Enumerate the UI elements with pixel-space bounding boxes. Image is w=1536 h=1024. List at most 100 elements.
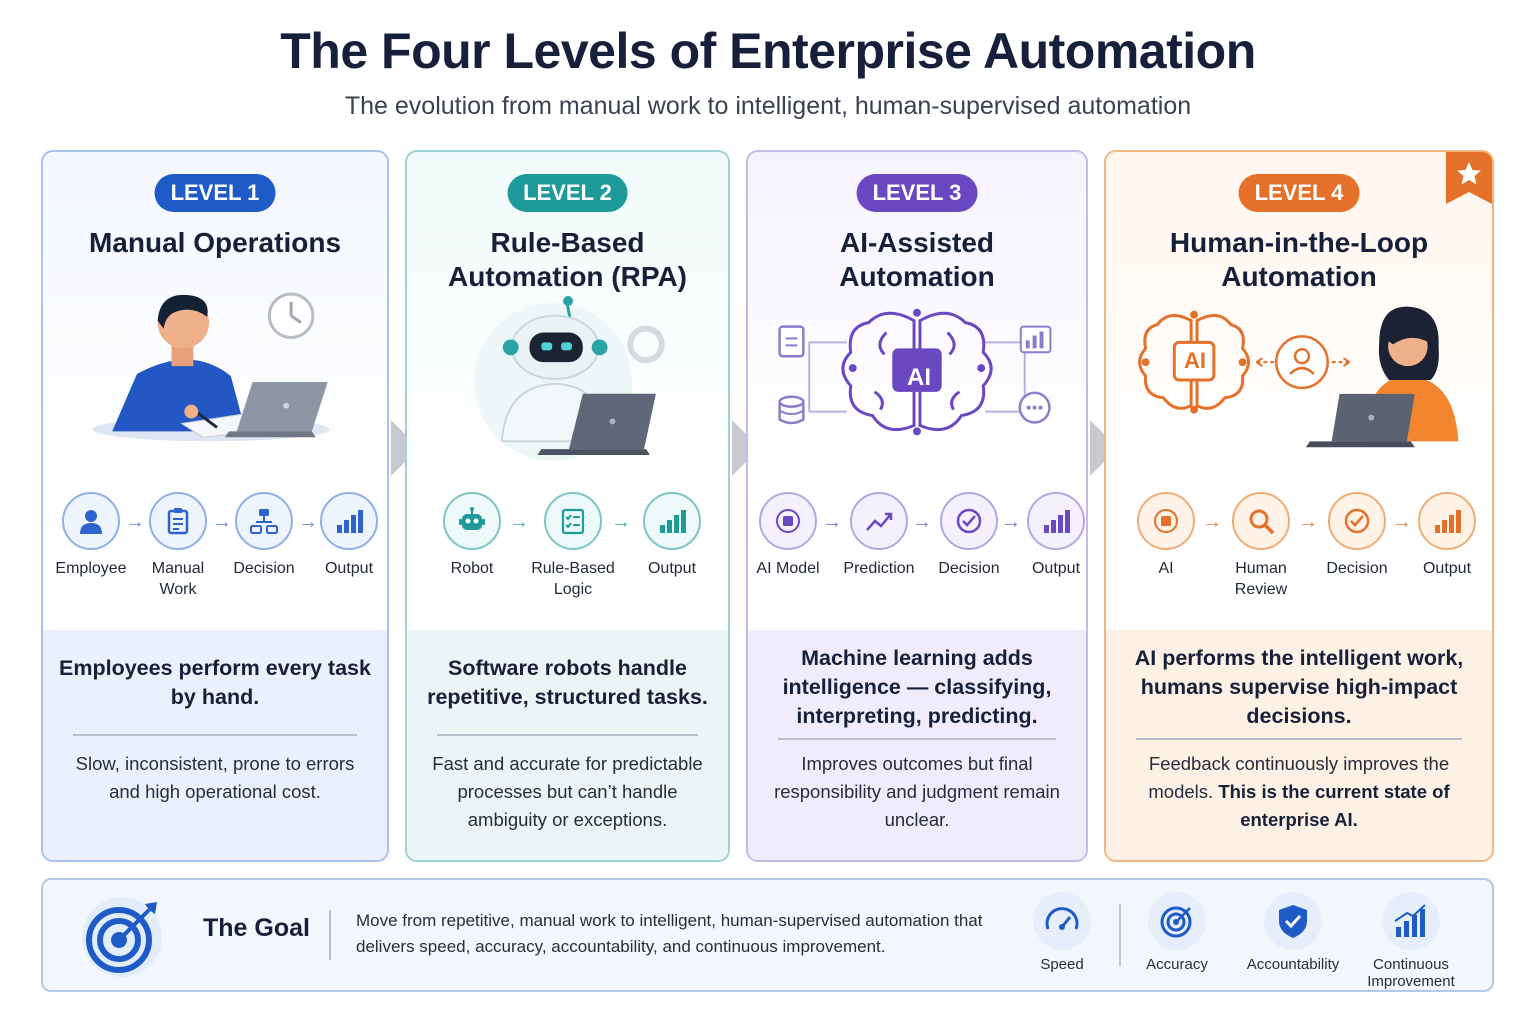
arrow-icon: → — [1298, 511, 1318, 533]
divider — [329, 910, 331, 960]
step-output: Output — [1011, 492, 1086, 579]
rising-bars-icon — [1394, 904, 1426, 937]
step-human-review: Human Review — [1216, 492, 1306, 600]
gear-icon — [627, 325, 665, 364]
goal-item-speed: Speed — [1007, 892, 1117, 973]
level-3-title: AI-Assisted Automation — [839, 227, 995, 292]
step-prediction: Prediction — [834, 492, 924, 579]
level-2-summary-panel: Software robots handle repetitive, struc… — [407, 630, 728, 860]
level-4-summary-panel: AI performs the intelligent work, humans… — [1106, 630, 1492, 860]
step-label: Employee — [55, 560, 127, 577]
step-decision: Decision — [219, 492, 309, 579]
step-robot: Robot — [427, 492, 517, 579]
goal-title: The Goal — [203, 914, 310, 942]
level-4-flow: AI → Human Review → Decision → Output — [1106, 492, 1492, 602]
level-2-flow: Robot → Rule-Based Logic → Output — [407, 492, 728, 602]
arrow-icon: → — [125, 511, 145, 533]
person-icon — [80, 510, 102, 534]
level-3-card: LEVEL 3 AI-Assisted Automation AI AI Mod… — [746, 150, 1088, 862]
clipboard-icon — [167, 508, 189, 535]
step-label: Output — [324, 560, 374, 577]
step-rule-based-logic: Rule-Based Logic — [528, 492, 618, 600]
star-ribbon-icon — [1446, 152, 1492, 204]
divider — [1136, 738, 1462, 740]
flowchart-icon — [250, 509, 278, 534]
step-manual-work: Manual Work — [133, 492, 223, 600]
level-2-badge: LEVEL 2 — [507, 174, 628, 212]
level-4-card: LEVEL 4 Human-in-the-Loop Automation AI … — [1104, 150, 1494, 862]
check-circle-icon — [956, 508, 982, 534]
step-label: Prediction — [843, 560, 915, 577]
level-2-card: LEVEL 2 Rule-Based Automation (RPA) Robo… — [405, 150, 730, 862]
human-in-the-loop-illustration — [1138, 306, 1459, 448]
step-output: Output — [1402, 492, 1492, 579]
document-icon — [778, 325, 805, 358]
arrow-icon: → — [912, 511, 932, 533]
step-output: Output — [627, 492, 717, 579]
target-icon — [1160, 906, 1192, 938]
database-icon — [778, 395, 805, 425]
step-label: Output — [647, 560, 697, 577]
chat-bubble-icon — [1018, 391, 1051, 424]
level-1-badge: LEVEL 1 — [154, 174, 276, 212]
level-1-detail: Slow, inconsistent, prone to errors and … — [75, 753, 355, 802]
step-employee: Employee — [46, 492, 136, 579]
arrow-icon: → — [1392, 511, 1412, 533]
level-4-badge: LEVEL 4 — [1238, 174, 1360, 212]
level-4-detail-bold: This is the current state of enterprise … — [1218, 781, 1450, 830]
step-label: Rule-Based Logic — [531, 560, 615, 598]
ai-brain-illustration — [778, 308, 1052, 436]
arrow-icon: → — [822, 511, 842, 533]
level-3-detail: Improves outcomes but final responsibili… — [774, 753, 1060, 830]
ai-chip-icon — [776, 509, 800, 533]
manual-worker-illustration — [92, 292, 330, 442]
step-label: AI — [1158, 560, 1174, 577]
step-label: Decision — [233, 560, 295, 577]
bar-chart-icon — [1044, 510, 1070, 533]
goal-panel: The Goal Move from repetitive, manual wo… — [41, 878, 1494, 992]
level-3-badge: LEVEL 3 — [856, 174, 978, 212]
level-1-summary: Employees perform every task by hand. — [59, 656, 371, 709]
level-2-detail: Fast and accurate for predictable proces… — [432, 753, 703, 830]
step-label: Output — [1422, 560, 1472, 577]
level-2-title: Rule-Based Automation (RPA) — [448, 227, 687, 292]
arrow-icon: → — [298, 511, 318, 533]
ai-chip-icon — [1154, 509, 1178, 533]
step-label: Decision — [1326, 560, 1388, 577]
step-label: Human Review — [1234, 560, 1288, 598]
page-subtitle: The evolution from manual work to intell… — [344, 92, 1192, 120]
level-4-summary: AI performs the intelligent work, humans… — [1134, 646, 1464, 728]
arrow-icon: → — [1202, 511, 1222, 533]
level-2-summary: Software robots handle repetitive, struc… — [427, 656, 708, 709]
step-decision: Decision — [1312, 492, 1402, 579]
chart-icon — [1019, 325, 1052, 354]
level-1-card: LEVEL 1 Manual Operations Employee → Man… — [41, 150, 389, 862]
goal-item-label: Accountability — [1246, 956, 1340, 973]
step-output: Output — [304, 492, 387, 579]
level-4-title: Human-in-the-Loop Automation — [1169, 227, 1429, 292]
robot-icon — [459, 507, 485, 530]
magnifier-icon — [1249, 509, 1275, 535]
ai-chip-label: AI — [1184, 348, 1206, 373]
goal-item-accuracy: Accuracy — [1122, 892, 1232, 973]
level-3-summary-panel: Machine learning adds intelligence — cla… — [748, 630, 1086, 860]
divider — [437, 734, 698, 736]
step-label: Manual Work — [151, 560, 205, 598]
level-1-title: Manual Operations — [88, 227, 342, 258]
trend-line-icon — [866, 512, 893, 531]
bar-chart-icon — [1435, 510, 1461, 533]
arrow-icon: → — [611, 511, 631, 533]
level-1-summary-panel: Employees perform every task by hand. Sl… — [43, 630, 387, 860]
step-decision: Decision — [924, 492, 1014, 579]
divider — [1119, 904, 1121, 966]
step-label: AI Model — [756, 560, 820, 577]
page-title: The Four Levels of Enterprise Automation — [280, 23, 1256, 79]
goal-item-accountability: Accountability — [1238, 892, 1348, 973]
speedometer-icon — [1045, 907, 1079, 930]
goal-item-label: Accuracy — [1146, 956, 1208, 973]
divider — [73, 734, 357, 736]
robot-illustration — [474, 296, 665, 461]
level-4-detail: Feedback continuously improves the model… — [1106, 750, 1492, 834]
ai-chip-label: AI — [907, 364, 931, 391]
goal-item-label: Speed — [1040, 956, 1084, 973]
